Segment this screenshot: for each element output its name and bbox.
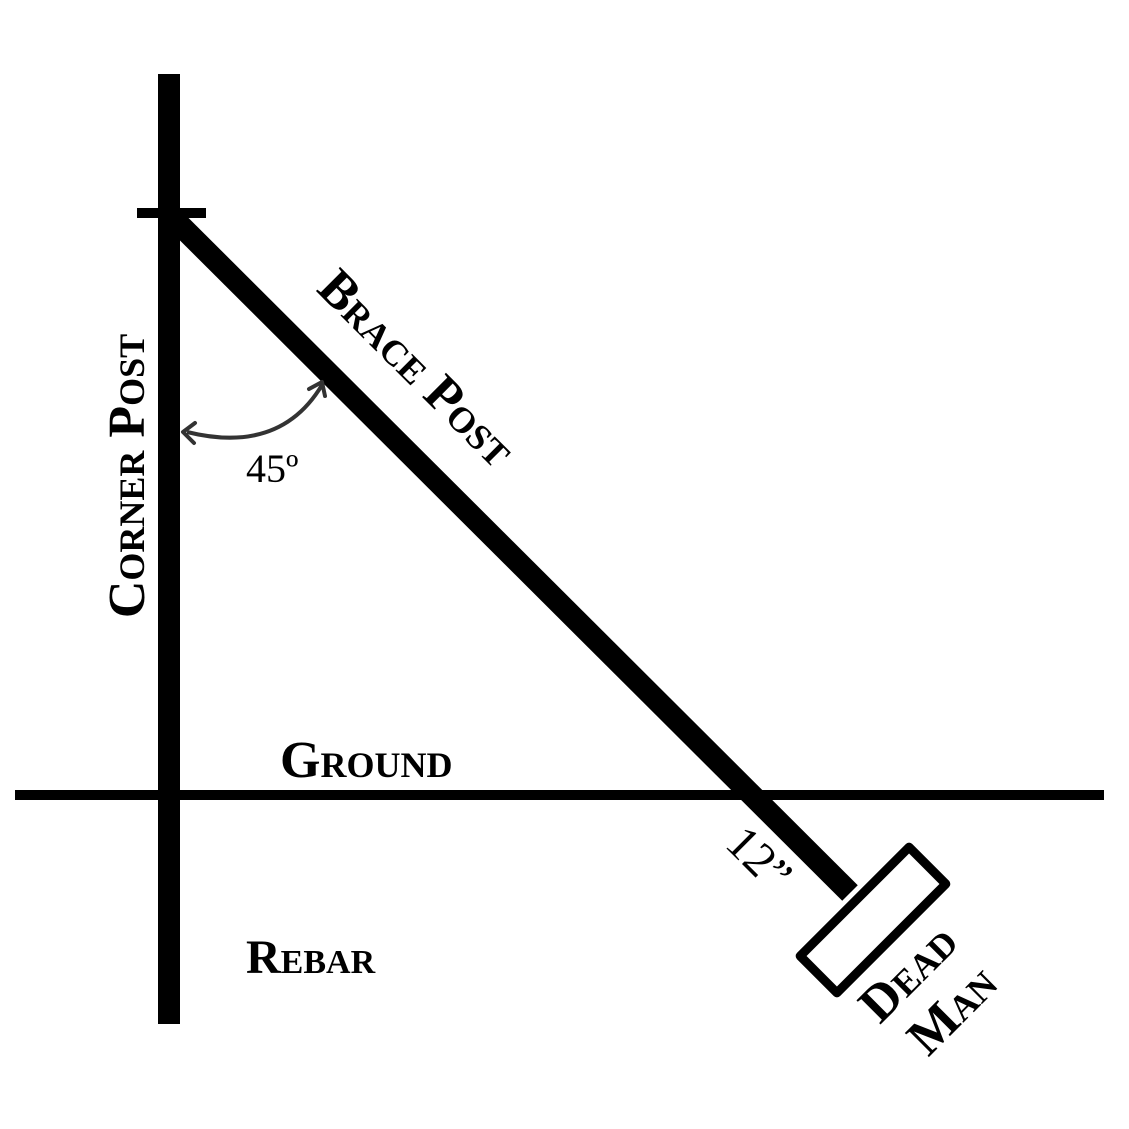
angle-label: 45º [246,446,298,491]
dead-man-block [795,842,951,998]
angle-arrowhead-right [307,380,327,398]
angle-arc-arrow [186,383,324,440]
brace-post-line [164,209,858,901]
rebar-label: Rebar [246,931,376,984]
corner-post-label: Corner Post [99,334,156,618]
ground-label: Ground [280,732,452,789]
angle-arrowhead-left [181,421,197,445]
brace-post-label: Brace Post [307,259,527,479]
